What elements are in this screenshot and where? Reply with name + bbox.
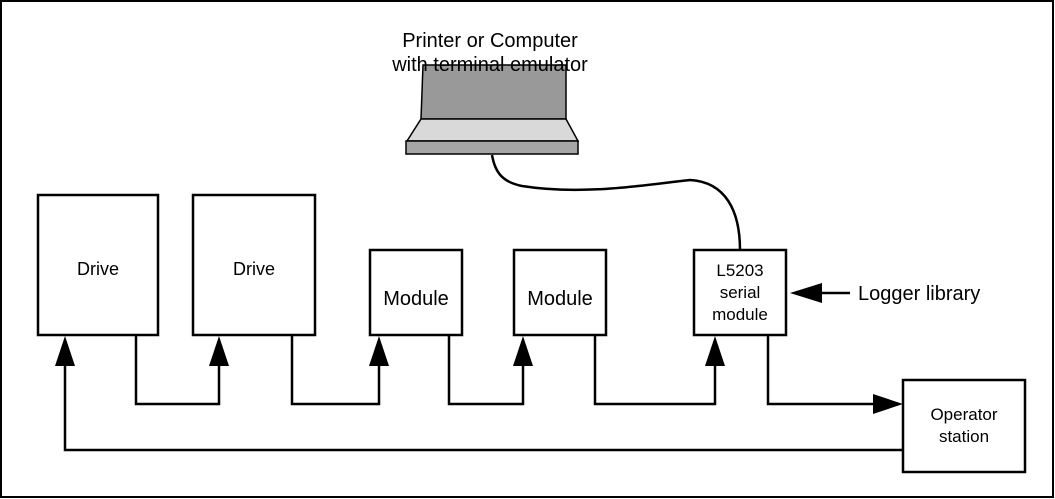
arrow-into-operator-station (873, 394, 903, 414)
arrow-into-serial-module (705, 336, 725, 366)
printer-label-line2: with terminal emulator (391, 54, 588, 76)
operator-station-label-line1: Operator (930, 405, 997, 424)
link-module2-serial-module (593, 335, 717, 406)
drive-label-2: Drive (233, 259, 275, 279)
link-serial-module-operator (766, 335, 874, 406)
link-module1-module2 (447, 335, 525, 406)
module-label-1: Module (383, 288, 449, 310)
printer-keyboard (405, 118, 580, 142)
drive-box-2 (191, 193, 317, 337)
module-box-2 (512, 248, 608, 337)
arrow-into-module1 (369, 336, 389, 366)
printer-base (405, 140, 579, 155)
printer-label-line1: Printer or Computer (402, 30, 578, 52)
operator-station-box (901, 378, 1027, 474)
serial-cable (490, 154, 742, 251)
serial-module-box (692, 248, 788, 337)
serial-module-label-line2: serial (720, 283, 761, 302)
link-drive1-drive2 (134, 335, 221, 406)
serial-module-label-line1: L5203 (716, 261, 763, 280)
arrow-into-drive1 (55, 336, 75, 366)
printer-icon (405, 64, 580, 155)
arrow-into-drive2 (209, 336, 229, 366)
drive-label-1: Drive (77, 259, 119, 279)
link-drive2-module1 (290, 335, 381, 406)
logger-arrow-head (790, 283, 822, 303)
module-box-1 (368, 248, 464, 337)
link-operator-drive1 (63, 364, 903, 452)
arrow-into-module2 (513, 336, 533, 366)
logger-library-label: Logger library (858, 283, 980, 305)
operator-station-label-line2: station (939, 427, 989, 446)
serial-module-label-line3: module (712, 305, 768, 324)
module-label-2: Module (527, 288, 593, 310)
drive-box-1 (36, 193, 160, 337)
